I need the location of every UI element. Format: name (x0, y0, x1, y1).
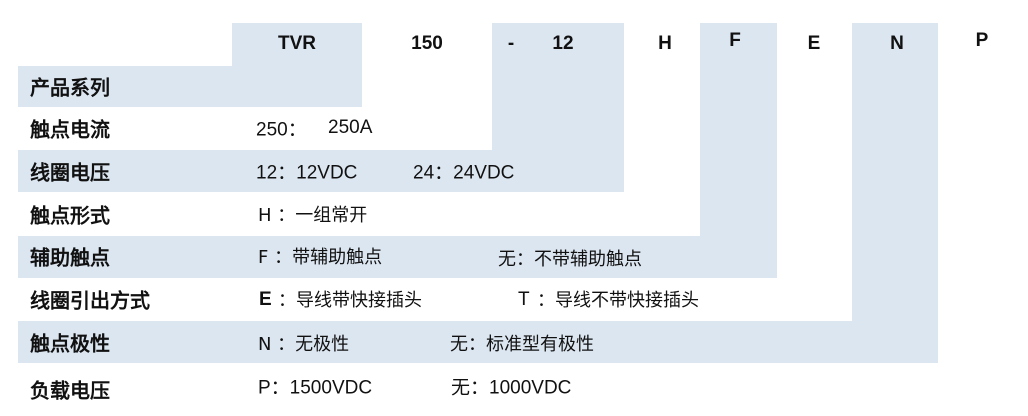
value-voltage-12: 12：12VDC (256, 162, 358, 184)
header-band-n (852, 23, 938, 66)
code-h: H (658, 33, 672, 54)
label-coil-voltage: 线圈电压 (30, 160, 110, 185)
value-aux-none: 无：不带辅助触点 (498, 249, 642, 270)
row-band-series (18, 66, 362, 107)
value-form-h: H ：一组常开 (258, 205, 368, 226)
label-coil-lead: 线圈引出方式 (30, 288, 150, 313)
label-aux-contact: 辅助触点 (30, 245, 110, 270)
value-current-code: 250： (256, 119, 307, 141)
code-p: P (975, 30, 989, 51)
value-aux-f: F ：带辅助触点 (258, 247, 383, 268)
value-current-250a: 250A (328, 117, 373, 138)
header-band-f (700, 23, 777, 66)
code-150: 150 (411, 33, 443, 54)
column-band-12 (492, 66, 624, 150)
value-lead-e-desc: ：导线带快接插头 (278, 290, 422, 311)
column-band-f (700, 66, 777, 236)
value-lead-t-desc: ：导线不带快接插头 (537, 290, 699, 311)
value-voltage-24: 24：24VDC (413, 162, 515, 184)
label-product-series: 产品系列 (30, 75, 110, 100)
label-contact-polarity: 触点极性 (30, 331, 110, 356)
value-polarity-none: 无：标准型有极性 (450, 334, 594, 355)
header-band-12 (492, 23, 624, 66)
row-band-aux-contact (18, 236, 777, 278)
label-load-voltage: 负载电压 (30, 378, 110, 403)
row-band-polarity (18, 321, 938, 363)
code-tvr: TVR (278, 33, 316, 54)
label-contact-current: 触点电流 (30, 117, 110, 142)
code-12: 12 (552, 33, 574, 54)
row-band-coil-voltage (18, 150, 624, 192)
label-contact-form: 触点形式 (30, 203, 110, 228)
value-lead-t-code: T (518, 289, 530, 310)
value-polarity-n: N ：无极性 (258, 334, 350, 355)
code-dash: - (507, 33, 515, 54)
code-f: F (729, 30, 741, 51)
header-band-tvr (232, 23, 362, 66)
value-lead-e-code: E (259, 289, 272, 310)
code-n: N (890, 33, 904, 54)
column-band-n (852, 66, 938, 321)
value-load-p: P：1500VDC (258, 377, 373, 399)
code-e: E (807, 33, 821, 54)
value-load-none: 无：1000VDC (451, 377, 572, 399)
